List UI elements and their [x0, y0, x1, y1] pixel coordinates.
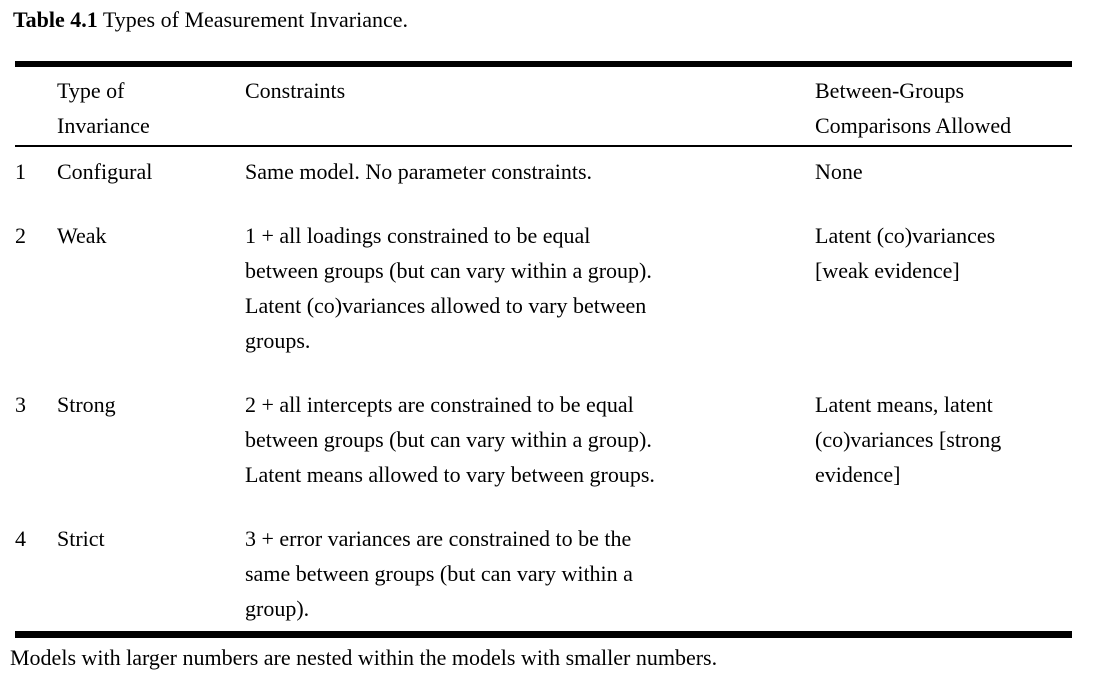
comparisons-cell: Latent means, latent (co)variances [stro…: [815, 392, 1002, 487]
table-row-weak: 2 Weak 1 + all loadings constrained to b…: [15, 218, 1072, 387]
header-row: Type of Invariance Constraints Between-G…: [15, 64, 1072, 147]
constraints-cell: 3 + error variances are constrained to b…: [245, 526, 633, 621]
header-between-groups-comparisons: Between-Groups Comparisons Allowed: [815, 64, 1072, 147]
header-type-of-invariance: Type of Invariance: [57, 64, 245, 147]
table-caption: Table 4.1 Types of Measurement Invarianc…: [13, 4, 408, 36]
table-caption-label: Table 4.1: [13, 7, 98, 32]
table-row-strict: 4 Strict 3 + error variances are constra…: [15, 521, 1072, 635]
invariance-type: Configural: [57, 159, 153, 184]
constraints-cell: Same model. No parameter constraints.: [245, 159, 593, 184]
constraints-cell: 2 + all intercepts are constrained to be…: [245, 392, 655, 487]
invariance-type: Strict: [57, 526, 105, 551]
comparisons-cell: None: [815, 159, 863, 184]
row-number: 3: [15, 392, 26, 417]
invariance-type: Weak: [57, 223, 107, 248]
row-number: 4: [15, 526, 26, 551]
row-number: 1: [15, 159, 26, 184]
constraints-cell: 1 + all loadings constrained to be equal…: [245, 223, 652, 353]
table-row-configural: 1 Configural Same model. No parameter co…: [15, 146, 1072, 218]
comparisons-cell: Latent (co)variances [weak evidence]: [815, 223, 996, 283]
table-row-strong: 3 Strong 2 + all intercepts are constrai…: [15, 387, 1072, 521]
comparisons-cell: [815, 521, 1072, 635]
table-footnote: Models with larger numbers are nested wi…: [10, 645, 718, 670]
measurement-invariance-table: Type of Invariance Constraints Between-G…: [15, 61, 1072, 638]
invariance-type: Strong: [57, 392, 116, 417]
row-number: 2: [15, 223, 26, 248]
header-constraints: Constraints: [245, 64, 815, 147]
header-number: [15, 64, 57, 147]
table-caption-text: Types of Measurement Invariance.: [102, 7, 409, 32]
